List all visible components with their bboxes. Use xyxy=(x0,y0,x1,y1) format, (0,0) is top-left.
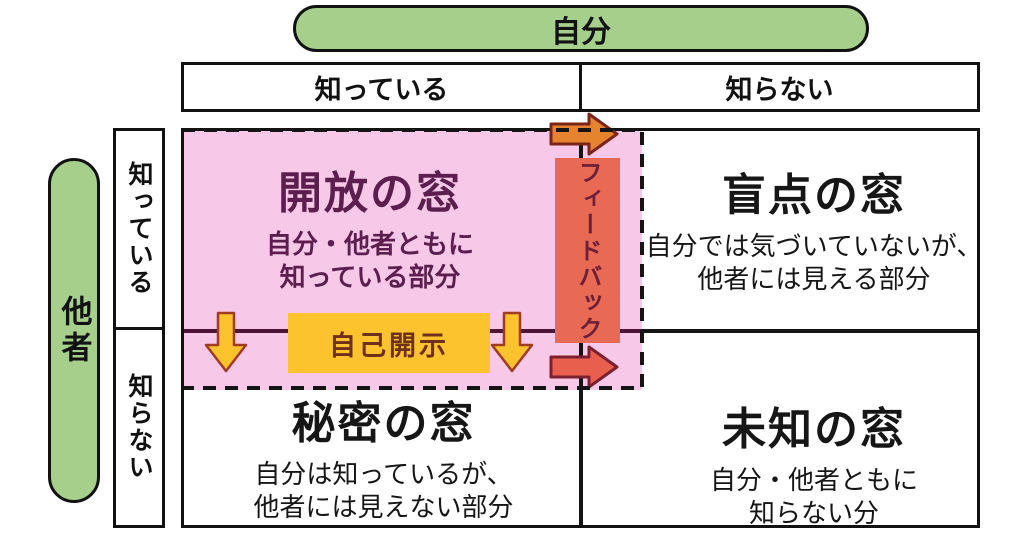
unknown-window-title: 未知の窓 xyxy=(722,405,906,454)
open-window-desc: 自分・他者ともに 知っている部分 xyxy=(265,228,474,292)
feedback-arrow-top-icon xyxy=(549,112,619,156)
column-header-unknown: 知らない xyxy=(579,65,977,109)
unknown-window-desc: 自分・他者ともに 知らない分 xyxy=(709,464,918,528)
row-header-column: 知っている 知らない xyxy=(113,128,165,528)
other-axis-label: 他者 xyxy=(56,294,92,367)
self-disclosure-arrow-right-icon xyxy=(490,311,534,373)
self-disclosure-arrow-left-icon xyxy=(204,311,248,373)
row-header-known: 知っている xyxy=(116,131,162,330)
self-disclosure-box: 自己開示 xyxy=(288,313,490,373)
secret-window-title: 秘密の窓 xyxy=(291,399,476,448)
blind-window-title: 盲点の窓 xyxy=(722,171,906,220)
feedback-arrow-bottom-icon xyxy=(549,345,619,389)
quadrant-open-window: 開放の窓 自分・他者ともに 知っている部分 xyxy=(184,169,556,294)
column-header-row: 知っている 知らない xyxy=(181,62,980,112)
quadrant-unknown-window: 未知の窓 自分・他者ともに 知らない分 xyxy=(645,405,983,530)
self-axis-label: 自分 xyxy=(551,15,611,49)
blind-window-desc: 自分では気づいていないが、 他者には見える部分 xyxy=(645,230,983,294)
quadrant-blind-window: 盲点の窓 自分では気づいていないが、 他者には見える部分 xyxy=(645,171,983,296)
feedback-label: フィードバック xyxy=(574,159,601,342)
quadrant-secret-window: 秘密の窓 自分は知っているが、 他者には見えない部分 xyxy=(184,399,583,524)
column-header-known: 知っている xyxy=(314,74,449,105)
horizontal-divider xyxy=(642,329,977,333)
open-window-title: 開放の窓 xyxy=(278,169,462,218)
feedback-banner: フィードバック xyxy=(555,158,620,343)
secret-window-desc: 自分は知っているが、 他者には見えない部分 xyxy=(253,458,514,522)
self-disclosure-label: 自己開示 xyxy=(329,330,449,361)
other-axis-pill: 他者 xyxy=(48,158,100,503)
self-axis-pill: 自分 xyxy=(293,5,869,52)
row-header-unknown: 知らない xyxy=(125,373,153,482)
